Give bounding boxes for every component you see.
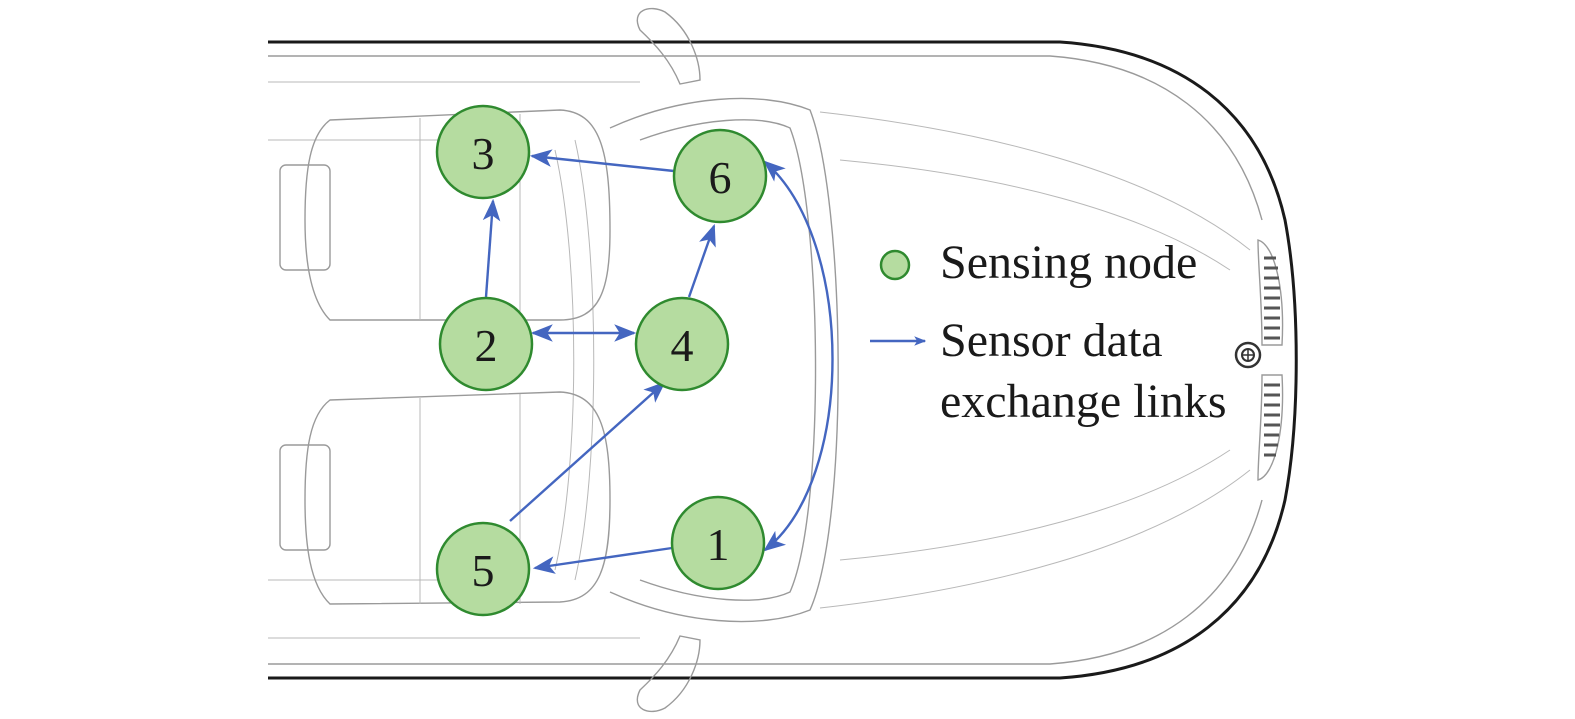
- mirror-bottom: [636, 635, 701, 713]
- sensing-node-5: 5: [435, 521, 531, 617]
- node-label-3: 3: [472, 128, 495, 179]
- node-label-6: 6: [709, 152, 732, 203]
- legend: Sensing node Sensor data exchange links: [870, 236, 1227, 428]
- link-6-to-3: [529, 149, 675, 173]
- car-top-view-drawing: [268, 7, 1298, 713]
- hood-line-top: [819, 111, 1251, 251]
- link-1-to-5: [532, 546, 673, 574]
- car-body-outline: [268, 40, 1298, 680]
- sensor-data-links: [482, 149, 834, 574]
- legend-link-label-line2: exchange links: [940, 375, 1227, 428]
- node-label-5: 5: [472, 545, 495, 596]
- link-1-to-6: [763, 160, 834, 552]
- seat-top: [279, 109, 611, 321]
- brand-logo-emblem: [1234, 341, 1262, 369]
- hood-line-bottom: [819, 469, 1251, 609]
- sensing-node-2: 2: [438, 296, 534, 392]
- node-label-2: 2: [475, 320, 498, 371]
- car-side-rail-bottom: [268, 499, 1263, 665]
- sensing-node-6: 6: [672, 128, 768, 224]
- mirror-top: [636, 7, 701, 85]
- legend-sensing-node-label: Sensing node: [940, 236, 1197, 289]
- sensing-nodes: 1 2 3 4 5 6: [435, 104, 768, 617]
- car-side-rail-top: [268, 55, 1263, 221]
- sensing-node-4: 4: [634, 296, 730, 392]
- sensing-node-1: 1: [670, 495, 766, 591]
- sensing-node-3: 3: [435, 104, 531, 200]
- node-label-4: 4: [671, 320, 694, 371]
- link-4-to-6: [687, 223, 716, 298]
- link-5-to-4: [509, 381, 666, 522]
- legend-link-label-line1: Sensor data: [940, 314, 1163, 367]
- windshield-inner: [639, 119, 817, 601]
- legend-node-swatch: [879, 249, 911, 281]
- front-grille: [1257, 239, 1284, 481]
- link-2-to-3: [482, 198, 501, 298]
- node-label-1: 1: [707, 519, 730, 570]
- windshield-frame: [609, 97, 839, 623]
